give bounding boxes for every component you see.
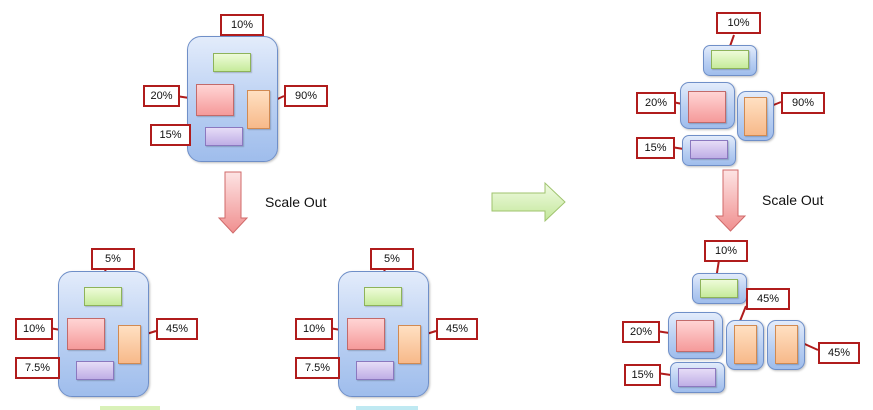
green-module: [364, 287, 402, 306]
callout-red: 10%: [295, 318, 333, 340]
callout-red: 20%: [143, 85, 180, 107]
callout-purple: 15%: [636, 137, 675, 159]
callout-orange: 45%: [156, 318, 198, 340]
green-module: [711, 50, 749, 69]
callout-purple: 7.5%: [295, 357, 340, 379]
red-module: [347, 318, 385, 350]
callout-orange: 45%: [436, 318, 478, 340]
scale-out-label-left: Scale Out: [265, 194, 327, 210]
callout-red: 10%: [15, 318, 53, 340]
red-module: [67, 318, 105, 350]
callout-purple: 15%: [624, 364, 661, 386]
orange-module: [398, 325, 421, 364]
callout-orange: 90%: [284, 85, 328, 107]
red-module: [688, 91, 726, 123]
orange-module: [744, 97, 767, 136]
callout-green: 5%: [370, 248, 414, 270]
purple-module: [205, 127, 243, 146]
red-module: [196, 84, 234, 116]
purple-module: [356, 361, 394, 380]
scale-out-arrow-left: [217, 171, 249, 234]
callout-orange-b: 45%: [818, 342, 860, 364]
green-module: [213, 53, 251, 72]
orange-module: [734, 325, 757, 364]
callout-orange: 90%: [781, 92, 825, 114]
partial-module-edge: [356, 406, 418, 410]
orange-module: [118, 325, 141, 364]
green-module: [84, 287, 122, 306]
green-module: [700, 279, 738, 298]
callout-green: 10%: [704, 240, 748, 262]
scale-out-label-right: Scale Out: [762, 192, 824, 208]
orange-module: [247, 90, 270, 129]
orange-module: [775, 325, 798, 364]
partial-module-edge: [100, 406, 160, 410]
callout-orange-a: 45%: [746, 288, 790, 310]
callout-red: 20%: [622, 321, 660, 343]
callout-purple: 7.5%: [15, 357, 60, 379]
purple-module: [76, 361, 114, 380]
callout-red: 20%: [636, 92, 676, 114]
callout-green: 5%: [91, 248, 135, 270]
purple-module: [690, 140, 728, 159]
callout-green: 10%: [716, 12, 761, 34]
scale-out-arrow-right: [714, 169, 747, 232]
red-module: [676, 320, 714, 352]
callout-green: 10%: [220, 14, 264, 36]
callout-purple: 15%: [150, 124, 191, 146]
purple-module: [678, 368, 716, 387]
transform-arrow: [491, 181, 566, 223]
